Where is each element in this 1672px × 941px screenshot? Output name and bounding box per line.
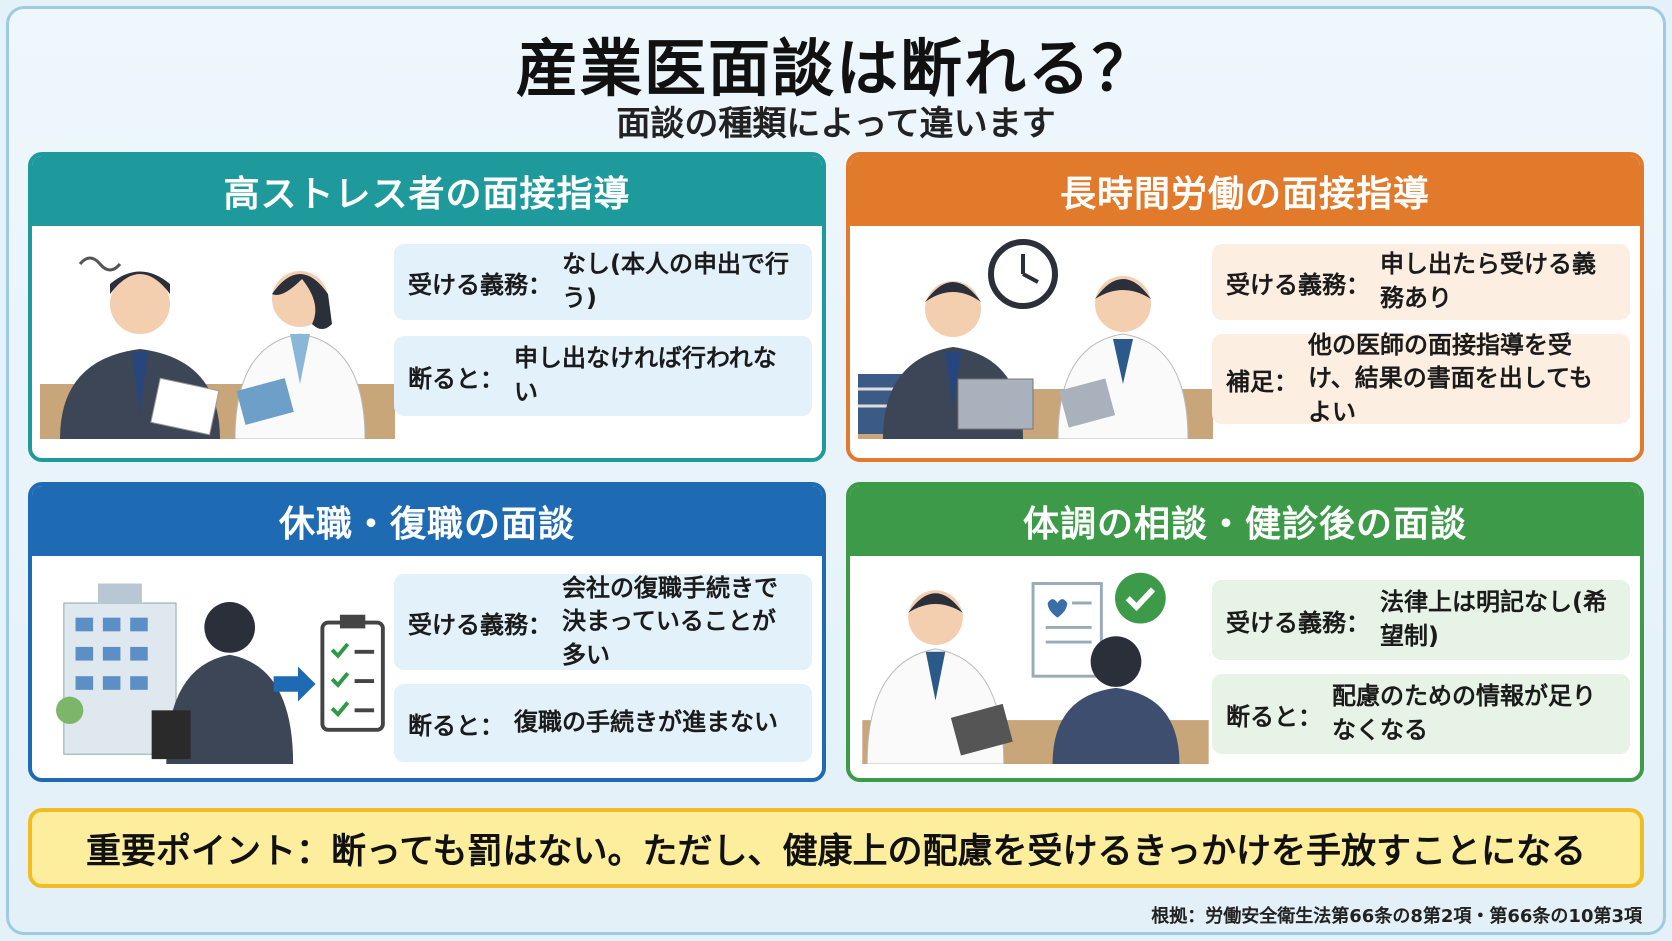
card-long-hours: 長時間労働の面接指導 受ける義務： 申し出たら受ける義務あり 補足： [846, 152, 1644, 462]
card-health-consult: 体調の相談・健診後の面談 受ける義務： 法律上は明記なし(希望制) 断ると： 配… [846, 482, 1644, 782]
refusal-row: 断ると： 配慮のための情報が足りなくなる [1212, 674, 1630, 754]
stressed-worker-illustration [40, 256, 395, 439]
obligation-row: 受ける義務： 申し出たら受ける義務あり [1212, 244, 1630, 320]
doctor-consultation-illustration [862, 572, 1209, 764]
card-heading: 長時間労働の面接指導 [850, 156, 1640, 226]
checklist-icon [320, 620, 385, 732]
key-point-banner: 重要ポイント：断っても罰はない。ただし、健康上の配慮を受けるきっかけを手放すこと… [28, 808, 1644, 888]
refusal-row: 断ると： 申し出なければ行われない [394, 336, 812, 416]
overworked-employee-illustration [858, 239, 1213, 439]
page-frame [6, 6, 1666, 935]
page-title: 産業医面談は断れる？ [515, 32, 1156, 105]
supplement-row: 補足： 他の医師の面接指導を受け、結果の書面を出してもよい [1212, 331, 1630, 426]
obligation-row: 受ける義務： なし(本人の申出で行う) [394, 244, 812, 320]
card-heading: 休職・復職の面談 [32, 486, 822, 556]
card-heading: 体調の相談・健診後の面談 [850, 486, 1640, 556]
card-leave-return: 休職・復職の面談 受ける義務： 会社 [28, 482, 826, 782]
medical-report-icon [1031, 582, 1103, 678]
card-heading: 高ストレス者の面接指導 [32, 156, 822, 226]
legal-source-note: 根拠：労働安全衛生法第66条の8第2項・第66条の10第3項 [1151, 906, 1642, 927]
page-subtitle: 面談の種類によって違います [616, 104, 1056, 144]
checkmark-icon [1115, 572, 1166, 624]
return-to-work-illustration [56, 583, 385, 764]
obligation-row: 受ける義務： 会社の復職手続きで決まっていることが多い [394, 574, 812, 670]
card-high-stress: 高ストレス者の面接指導 受ける義務： なし(本人の申出で行う) 断ると： 申し出… [28, 152, 826, 462]
obligation-row: 受ける義務： 法律上は明記なし(希望制) [1212, 580, 1630, 660]
refusal-row: 断ると： 復職の手続きが進まない [394, 684, 812, 762]
